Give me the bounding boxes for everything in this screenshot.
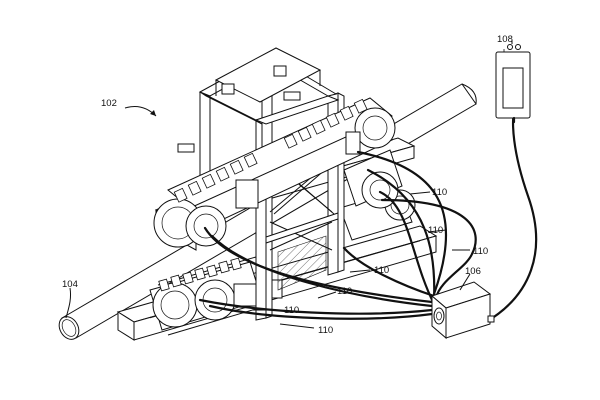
label-cable-7: 110 <box>318 325 333 336</box>
label-control-unit: 106 <box>465 266 481 277</box>
remote-controller <box>495 44 531 124</box>
cable-bundle <box>198 110 538 324</box>
upper-track <box>153 91 403 251</box>
lower-track <box>149 256 283 336</box>
label-cable-4: 110 <box>374 265 389 276</box>
label-pipe: 104 <box>62 279 78 290</box>
label-apparatus: 102 <box>101 98 117 109</box>
reference-numerals: 102 104 106 108 110 110 110 110 110 110 … <box>62 34 513 336</box>
top-cage <box>214 47 322 103</box>
label-cable-5: 110 <box>337 286 352 297</box>
upper-track-pads <box>173 98 368 203</box>
label-cable-3: 110 <box>473 246 488 257</box>
label-cable-2: 110 <box>428 225 443 236</box>
leader-lines <box>65 40 513 329</box>
label-cable-1: 110 <box>432 187 447 198</box>
label-remote: 108 <box>497 34 513 45</box>
control-unit <box>431 281 495 340</box>
label-cable-6: 110 <box>284 305 299 316</box>
lower-track-pads <box>158 257 242 292</box>
